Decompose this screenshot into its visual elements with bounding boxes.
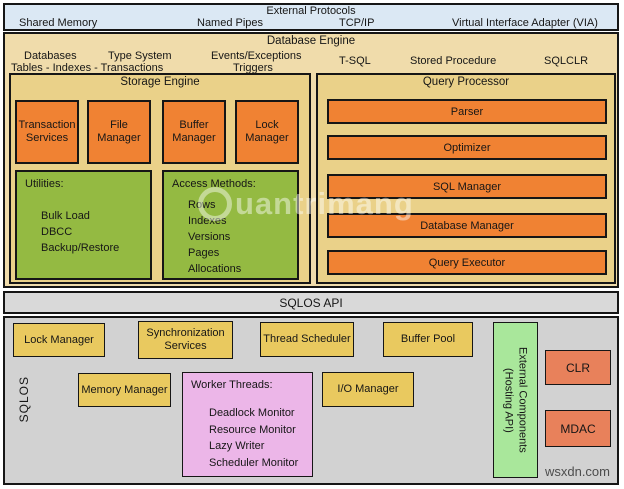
worker-threads-list: Deadlock Monitor Resource Monitor Lazy W… <box>183 405 312 471</box>
access-methods-item: Allocations <box>188 263 242 275</box>
optimizer-bar: Optimizer <box>327 135 607 160</box>
utilities-title: Utilities: <box>25 178 64 190</box>
query-processor-title: Query Processor <box>422 76 510 88</box>
utilities-list: Bulk Load DBCC Backup/Restore <box>17 208 150 256</box>
file-manager-box: File Manager <box>87 100 151 164</box>
parser-bar: Parser <box>327 99 607 124</box>
database-engine-section: Database Engine Databases Type System Ev… <box>3 32 619 288</box>
access-methods-item: Indexes <box>188 215 227 227</box>
wsxdn-watermark: wsxdn.com <box>544 464 610 479</box>
sqlos-api-title: SQLOS API <box>279 295 343 310</box>
worker-threads-item: Deadlock Monitor <box>209 407 295 419</box>
worker-threads-item: Lazy Writer <box>209 440 265 452</box>
utilities-item: DBCC <box>41 226 73 238</box>
label-sqlclr: SQLCLR <box>544 55 589 67</box>
worker-threads-box: Worker Threads: Deadlock Monitor Resourc… <box>182 372 313 477</box>
mdac-box: MDAC <box>545 410 611 447</box>
external-components-line1: External Components <box>516 347 529 453</box>
buffer-manager-box: Buffer Manager <box>162 100 226 164</box>
buffer-pool-box: Buffer Pool <box>383 322 473 357</box>
external-components-text: External Components (Hosting API) <box>502 347 530 453</box>
access-methods-item: Rows <box>188 199 216 211</box>
access-methods-item: Pages <box>188 247 220 259</box>
external-protocols-section: External Protocols Shared Memory Named P… <box>3 3 619 31</box>
sql-manager-bar: SQL Manager <box>327 174 607 199</box>
access-methods-list: Rows Indexes Versions Pages Allocations <box>164 197 297 277</box>
external-components-box: External Components (Hosting API) <box>493 322 538 478</box>
utilities-box: Utilities: Bulk Load DBCC Backup/Restore <box>15 170 152 280</box>
sqlos-vertical-label: SQLOS <box>17 376 31 423</box>
protocol-shared-memory: Shared Memory <box>19 17 98 29</box>
io-manager-box: I/O Manager <box>322 372 414 407</box>
label-tsql: T-SQL <box>339 55 371 67</box>
storage-engine-title: Storage Engine <box>120 76 200 88</box>
lock-manager-storage-box: Lock Manager <box>235 100 299 164</box>
label-triggers: Triggers <box>233 62 273 74</box>
utilities-item: Backup/Restore <box>41 242 120 254</box>
access-methods-title: Access Methods: <box>172 178 256 190</box>
database-engine-title: Database Engine <box>266 35 356 47</box>
transaction-services-box: Transaction Services <box>15 100 79 164</box>
query-executor-bar: Query Executor <box>327 250 607 275</box>
synchronization-services-box: Synchronization Services <box>138 321 233 359</box>
external-protocols-title: External Protocols <box>266 5 356 17</box>
clr-box: CLR <box>545 350 611 385</box>
label-tables-indexes-transactions: Tables - Indexes - Transactions <box>11 62 164 74</box>
storage-engine-panel: Storage Engine Transaction Services File… <box>9 73 311 284</box>
lock-manager-box: Lock Manager <box>13 323 105 357</box>
thread-scheduler-box: Thread Scheduler <box>260 322 354 357</box>
utilities-item: Bulk Load <box>41 210 90 222</box>
external-components-line2: (Hosting API) <box>502 367 515 433</box>
label-databases: Databases <box>24 50 77 62</box>
memory-manager-box: Memory Manager <box>78 373 171 407</box>
access-methods-item: Versions <box>188 231 231 243</box>
sqlos-section: SQLOS Lock Manager Synchronization Servi… <box>3 316 619 485</box>
worker-threads-title: Worker Threads: <box>191 379 273 391</box>
query-processor-panel: Query Processor Parser Optimizer SQL Man… <box>316 73 616 284</box>
protocol-tcp-ip: TCP/IP <box>339 17 375 29</box>
sqlos-api-bar: SQLOS API <box>3 291 619 314</box>
access-methods-box: Access Methods: Rows Indexes Versions Pa… <box>162 170 299 280</box>
label-type-system: Type System <box>108 50 172 62</box>
worker-threads-item: Resource Monitor <box>209 423 296 436</box>
label-events-exceptions: Events/Exceptions <box>211 50 302 62</box>
protocol-named-pipes: Named Pipes <box>197 17 264 29</box>
protocol-via: Virtual Interface Adapter (VIA) <box>452 17 598 29</box>
label-stored-procedure: Stored Procedure <box>410 55 497 67</box>
worker-threads-item: Scheduler Monitor <box>209 456 299 469</box>
database-manager-bar: Database Manager <box>327 213 607 238</box>
